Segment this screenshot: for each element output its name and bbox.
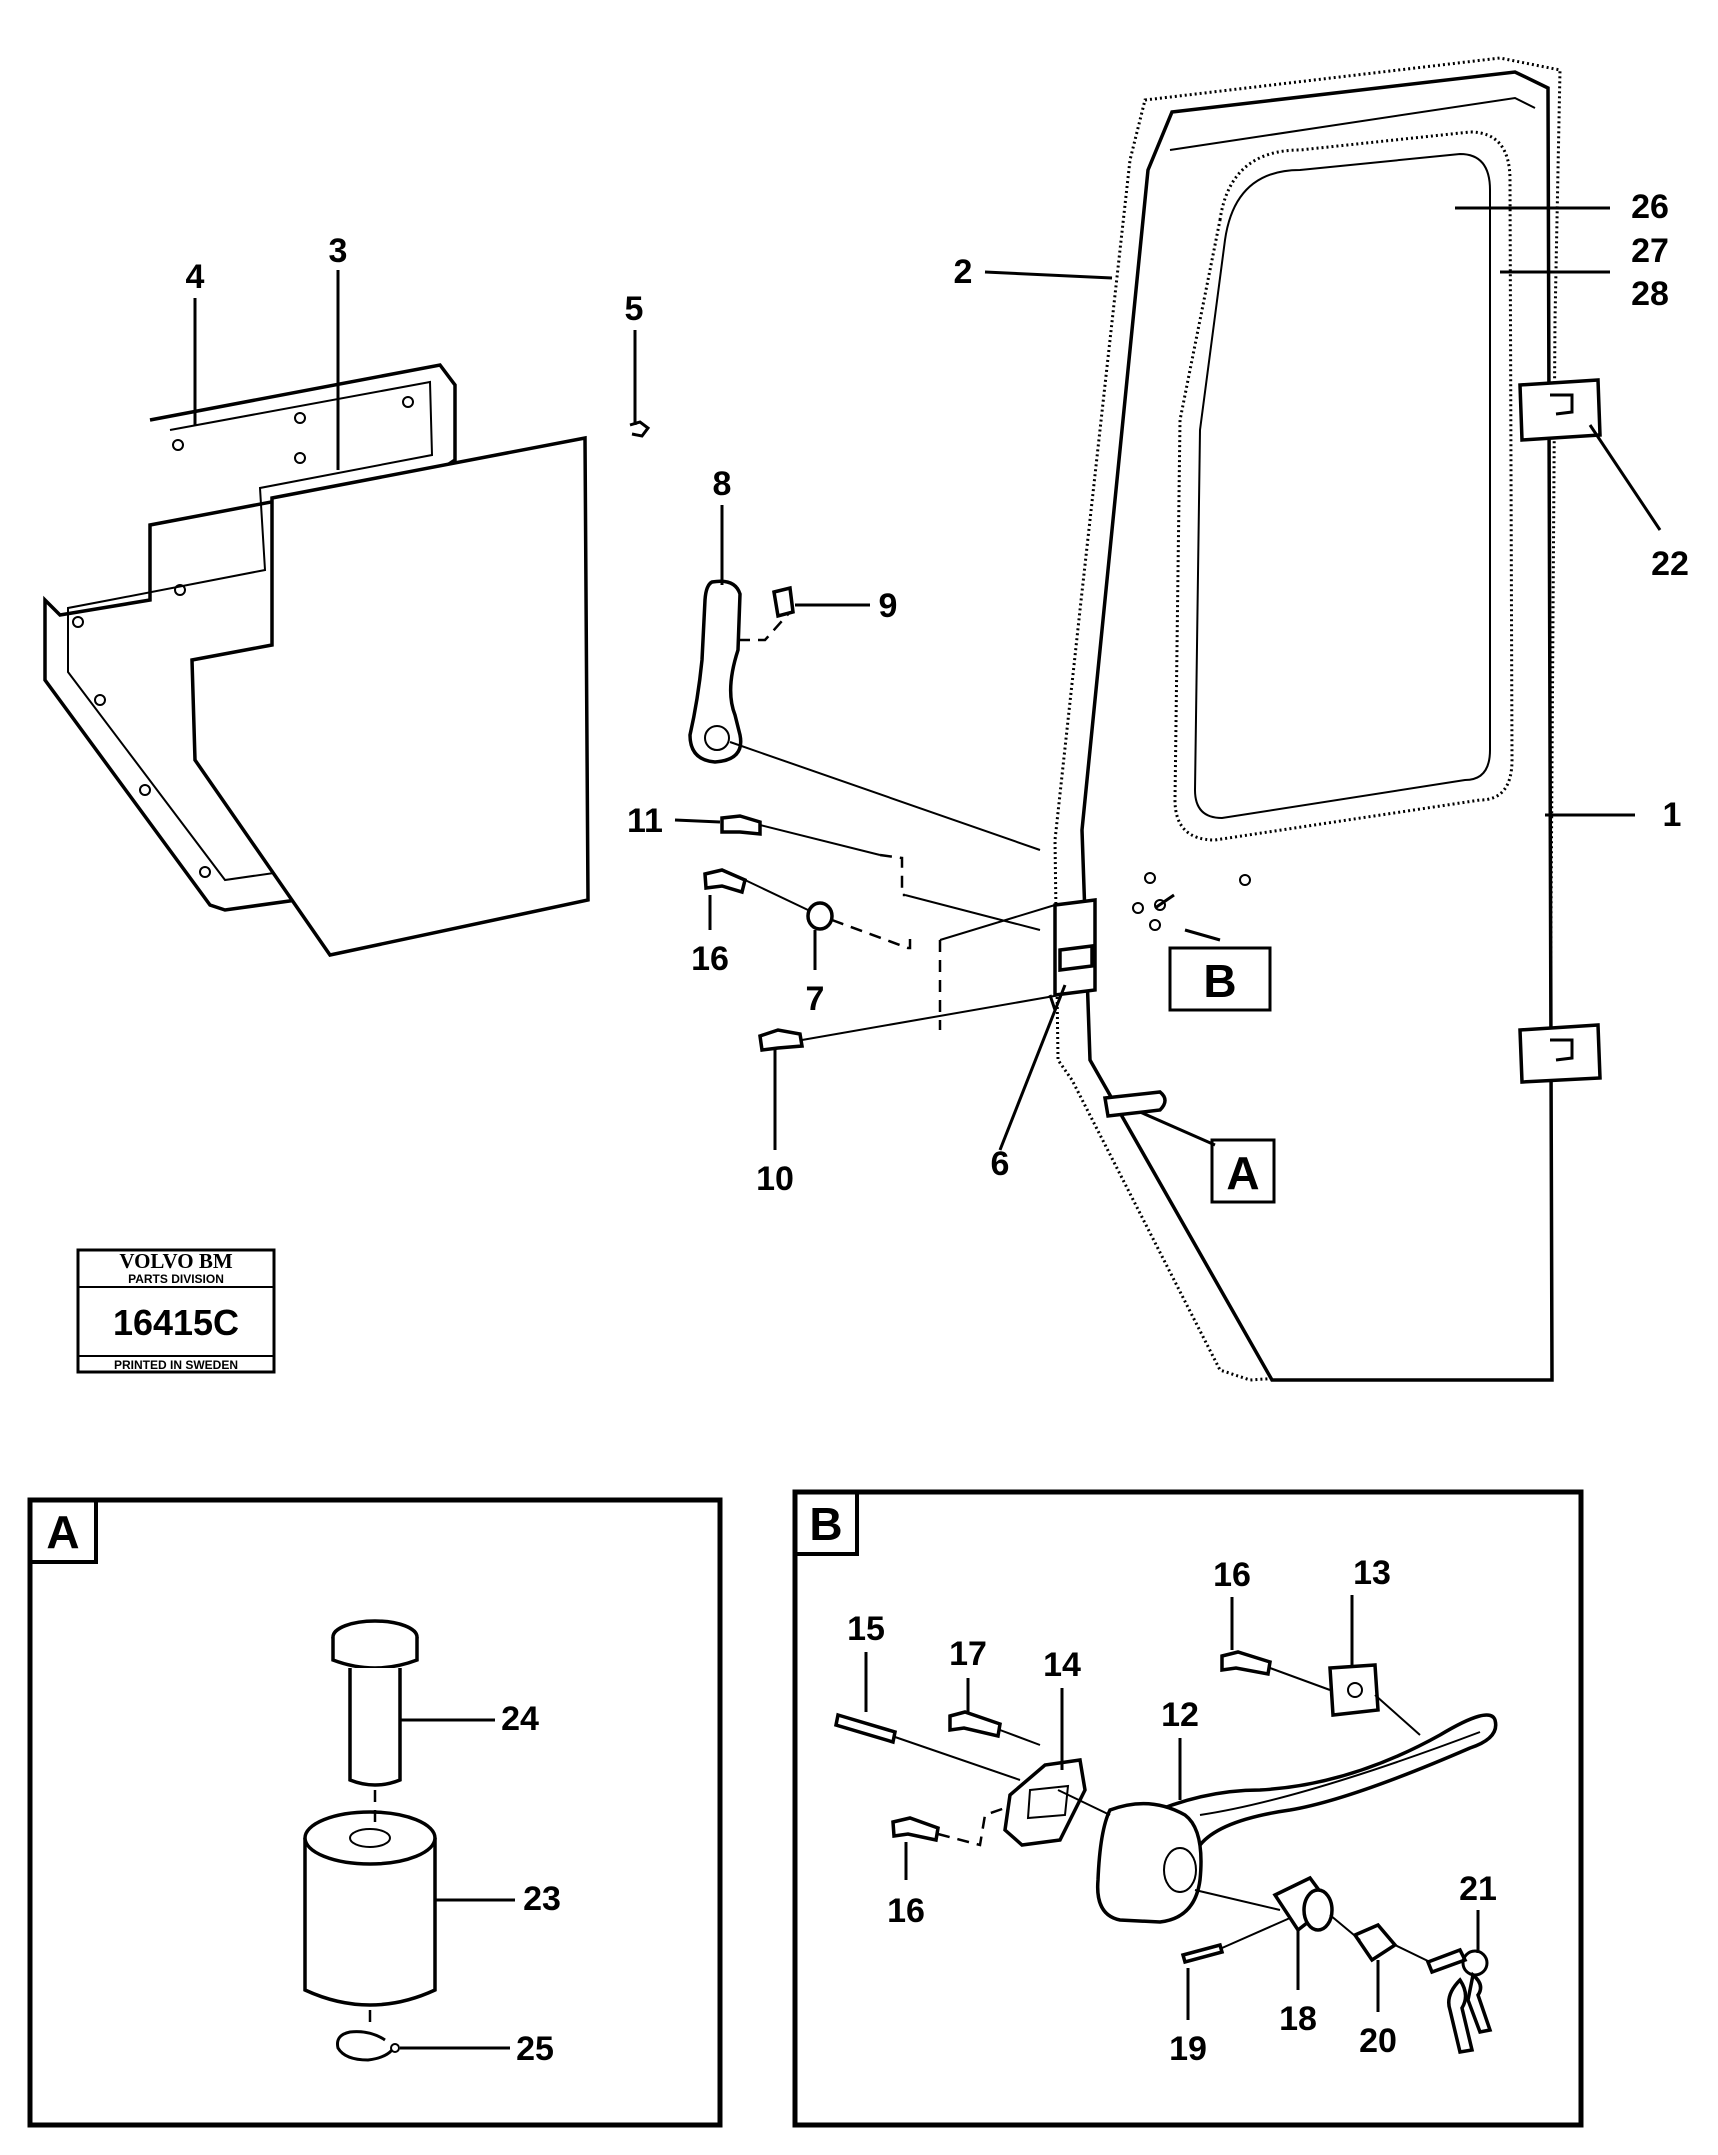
stamp-division: PARTS DIVISION: [128, 1272, 224, 1286]
callout-12: 12: [1161, 1696, 1199, 1734]
lock-cylinder-20: [1352, 1922, 1398, 1963]
callout-2: 2: [954, 253, 973, 291]
reference-b-label: B: [1203, 955, 1236, 1007]
callout-8: 8: [713, 465, 732, 503]
door-assembly: [1048, 56, 1602, 1382]
lock-barrel-18: [1272, 1875, 1334, 1933]
screw-10: [758, 1028, 805, 1052]
parts-division-stamp: VOLVO BM PARTS DIVISION 16415C PRINTED I…: [76, 1248, 276, 1374]
callout-14: 14: [1043, 1646, 1081, 1684]
screw-16: [703, 868, 748, 895]
panel-a-label: A: [46, 1506, 79, 1558]
stamp-code: 16415C: [113, 1302, 239, 1343]
callout-16-top: 16: [1213, 1556, 1251, 1594]
pin-15: [833, 1712, 898, 1745]
bracket-13: [1328, 1663, 1380, 1717]
screw-11: [720, 814, 762, 836]
callout-16-left: 16: [887, 1892, 925, 1930]
reference-box-b: B: [1168, 946, 1272, 1012]
detail-panel-a: A 24 23 25: [27, 1497, 723, 2128]
screw-17: [948, 1710, 1002, 1739]
callout-10: 10: [756, 1160, 794, 1198]
callout-17: 17: [949, 1635, 987, 1673]
callout-18: 18: [1279, 2000, 1317, 2038]
callout-1: 1: [1663, 796, 1682, 834]
handle-screw: [772, 585, 795, 619]
callouts-main: 4 3 5 8 9 11 16 7 10 6 2 26 27 28 22 1: [186, 188, 1689, 1198]
callout-28: 28: [1631, 275, 1669, 313]
key-21: [1425, 1947, 1493, 2054]
bracket-14: [1003, 1758, 1087, 1847]
stamp-printed: PRINTED IN SWEDEN: [114, 1358, 238, 1372]
callout-16: 16: [691, 940, 729, 978]
leader-lines: [193, 206, 1662, 1151]
washer-7: [806, 901, 834, 931]
callout-27: 27: [1631, 232, 1669, 270]
callout-4: 4: [186, 258, 205, 296]
callout-3: 3: [329, 232, 348, 270]
screw-16-left: [891, 1816, 940, 1843]
callout-11: 11: [627, 802, 663, 840]
circlip-25: [336, 2030, 400, 2062]
callout-26: 26: [1631, 188, 1669, 226]
grab-handle: [688, 579, 791, 764]
callout-20: 20: [1359, 2022, 1397, 2060]
callout-9: 9: [879, 587, 898, 625]
cover-plate: [190, 435, 590, 957]
reference-a-label: A: [1226, 1147, 1259, 1199]
door-handle-12: [1095, 1713, 1498, 1924]
callout-13: 13: [1353, 1554, 1391, 1592]
pin-24: [331, 1619, 419, 1787]
callout-15: 15: [847, 1610, 885, 1648]
callout-25: 25: [516, 2030, 554, 2068]
callout-6: 6: [991, 1145, 1010, 1183]
callout-5: 5: [625, 290, 644, 328]
stamp-brand: VOLVO BM: [119, 1249, 232, 1273]
assembly-lines: [729, 741, 1175, 1041]
callout-23: 23: [523, 1880, 561, 1918]
callout-19: 19: [1169, 2030, 1207, 2068]
pin-19: [1180, 1942, 1225, 1965]
detail-panel-b: B: [792, 1489, 1584, 2128]
bushing-23: [303, 1810, 437, 2007]
callout-22: 22: [1651, 545, 1689, 583]
callout-7: 7: [806, 980, 825, 1018]
clip: [629, 420, 651, 438]
panel-b-label: B: [809, 1498, 842, 1550]
screw-16-top: [1220, 1650, 1272, 1677]
callout-21: 21: [1459, 1870, 1497, 1908]
callout-24: 24: [501, 1700, 539, 1738]
reference-box-a: A: [1210, 1138, 1276, 1204]
